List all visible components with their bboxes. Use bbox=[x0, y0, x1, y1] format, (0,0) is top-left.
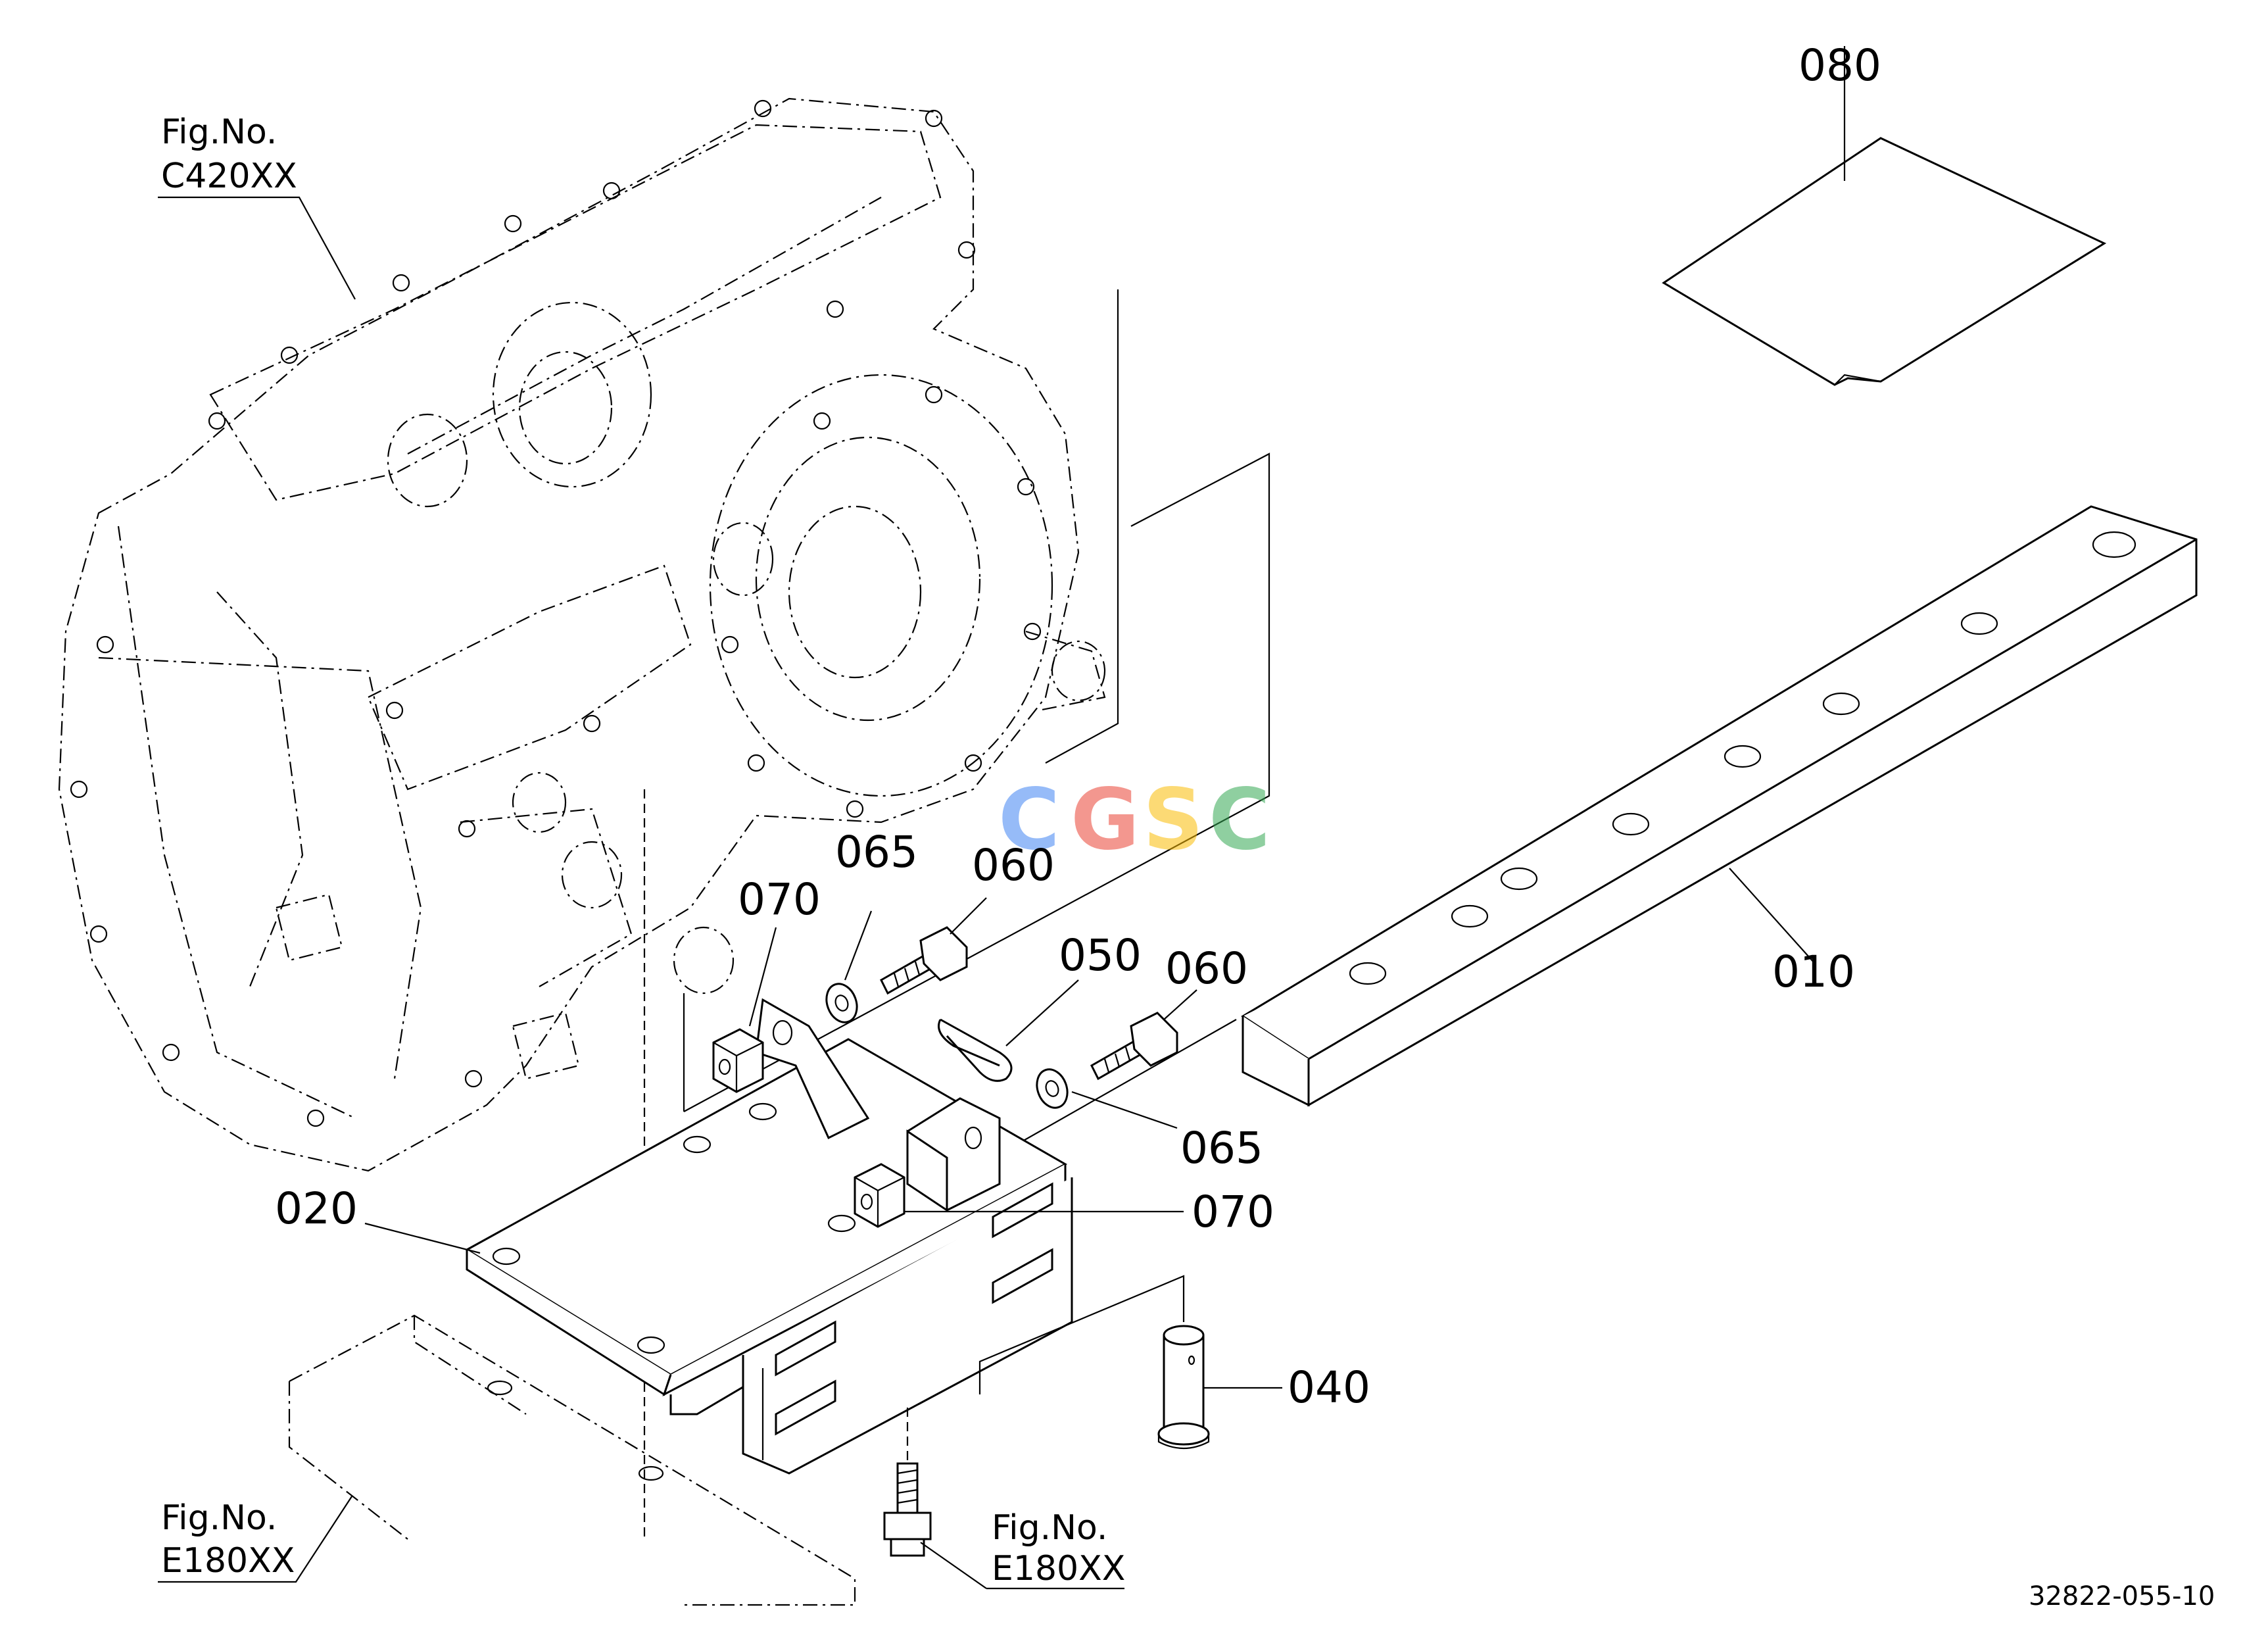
label-050: 050 bbox=[1059, 930, 1142, 981]
part-060-bolt-right bbox=[1090, 1012, 1178, 1081]
figref-top-left-line1: Fig.No. bbox=[161, 112, 277, 152]
transmission-case-drawing bbox=[58, 97, 1106, 1172]
watermark-letter-2: G bbox=[1071, 771, 1140, 869]
figref-bottom-mid-line1: Fig.No. bbox=[992, 1508, 1107, 1548]
part-labels: 080 010 065 060 070 050 060 065 070 020 … bbox=[275, 40, 1881, 1413]
label-080: 080 bbox=[1798, 40, 1881, 91]
part-065-washer-right bbox=[1036, 1068, 1069, 1109]
part-010-drawbar bbox=[1241, 505, 2198, 1107]
label-040: 040 bbox=[1288, 1362, 1370, 1413]
watermark-letter-3: S bbox=[1143, 771, 1203, 869]
drawing-code: 32822-055-10 bbox=[2029, 1581, 2215, 1611]
label-020: 020 bbox=[275, 1183, 358, 1234]
part-060-bolt-top bbox=[880, 926, 968, 995]
part-020-mounting-plate bbox=[465, 998, 1073, 1475]
figref-bottom-left-line1: Fig.No. bbox=[161, 1498, 277, 1538]
figref-bottom-left-line2: E180XX bbox=[161, 1541, 295, 1581]
label-010: 010 bbox=[1772, 946, 1855, 997]
label-065-top: 065 bbox=[835, 827, 918, 877]
label-070-right: 070 bbox=[1192, 1187, 1274, 1237]
part-040-pin bbox=[1157, 1325, 1210, 1450]
watermark-letter-1: C bbox=[998, 771, 1060, 869]
label-070-top: 070 bbox=[738, 874, 821, 925]
watermark-letter-4: C bbox=[1209, 771, 1270, 869]
case-bolt-holes bbox=[70, 99, 1042, 1127]
figref-top-left-line2: C420XX bbox=[161, 157, 297, 196]
part-040-guide bbox=[978, 1275, 1185, 1394]
figref-bottom-mid-line2: E180XX bbox=[992, 1549, 1125, 1588]
part-070-square-nut-right bbox=[854, 1163, 905, 1228]
leader-lines bbox=[158, 46, 1846, 1590]
part-080-sheet bbox=[1662, 137, 2107, 386]
label-065-right: 065 bbox=[1180, 1123, 1263, 1173]
part-065-washer-top bbox=[825, 983, 858, 1023]
part-070-square-nut-top bbox=[712, 1028, 764, 1093]
part-050-clip-pin bbox=[938, 1018, 1013, 1082]
bottom-bolt-reference bbox=[883, 1408, 932, 1557]
watermark: C G S C bbox=[998, 771, 1270, 869]
figure-references: Fig.No. C420XX Fig.No. E180XX Fig.No. E1… bbox=[161, 112, 1125, 1588]
lower-block-reference bbox=[288, 1314, 856, 1606]
label-060-top: 060 bbox=[972, 840, 1055, 891]
label-060-right: 060 bbox=[1165, 943, 1248, 994]
